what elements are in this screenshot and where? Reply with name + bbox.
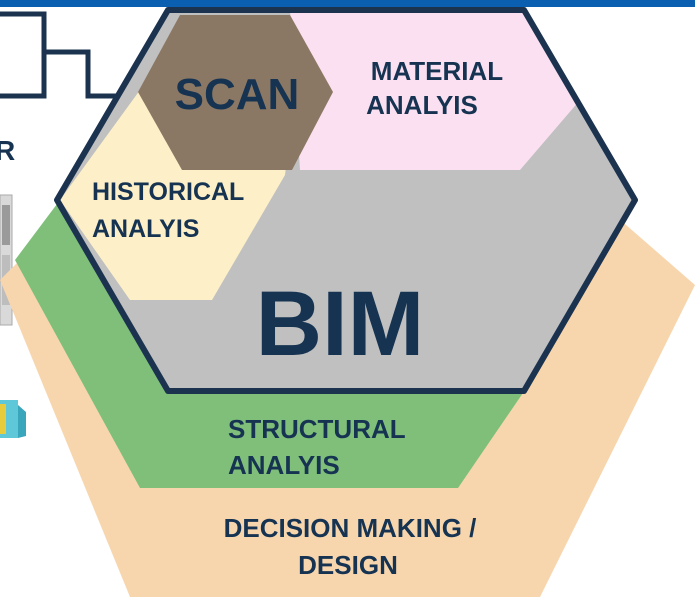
structural-band (15, 200, 525, 488)
connector-bracket (0, 11, 132, 99)
top-bar (0, 0, 695, 7)
material-label-line1: MATERIAL (371, 56, 504, 86)
structural-label-line1: STRUCTURAL (228, 414, 406, 444)
decision-label-line2: DESIGN (298, 550, 398, 580)
material-label-line2: ANALYIS (366, 90, 478, 120)
historical-label-line2: ANALYIS (92, 215, 199, 243)
scan-hexagon (138, 15, 333, 170)
historical-label-line1: HISTORICAL (92, 178, 244, 206)
material-region (290, 10, 580, 170)
left-text-fragment: R (0, 135, 15, 166)
structural-label-line2: ANALYIS (228, 450, 340, 480)
decision-label-line1: DECISION MAKING / (224, 513, 477, 543)
bim-hexagon-outline (54, 7, 638, 394)
scan-label: SCAN (175, 70, 300, 119)
bim-label: BIM (256, 273, 425, 375)
